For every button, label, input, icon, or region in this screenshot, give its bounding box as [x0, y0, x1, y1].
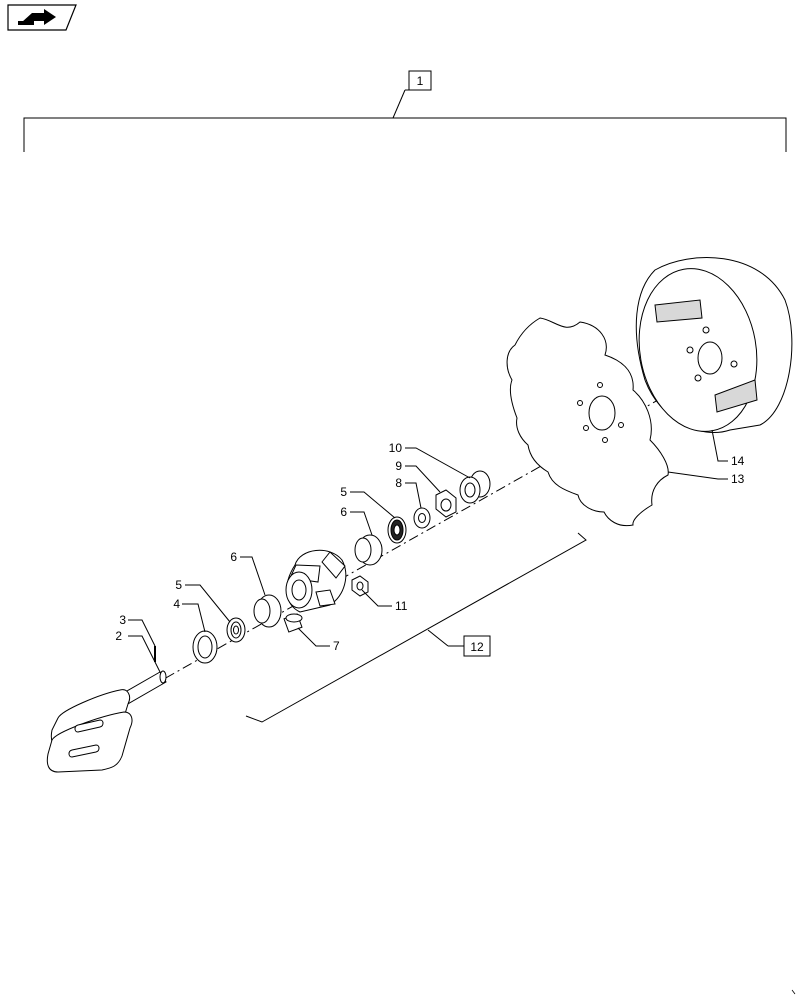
bearing-cup-upper[interactable] [354, 534, 383, 566]
hub-cap[interactable] [459, 470, 491, 504]
callout-11[interactable]: 11 [395, 599, 408, 613]
callout-6-upper[interactable]: 6 [340, 505, 347, 519]
back-nav-button[interactable] [7, 4, 77, 31]
back-arrow-icon [18, 9, 56, 25]
corner-mark [791, 989, 796, 995]
svg-text:12: 12 [470, 640, 484, 654]
svg-text:7: 7 [333, 639, 340, 653]
callout-6-lower[interactable]: 6 [230, 550, 237, 564]
callout-5-upper[interactable]: 5 [340, 485, 347, 499]
callout-13[interactable]: 13 [731, 472, 745, 486]
wheel-stud[interactable] [283, 613, 303, 633]
callout-8[interactable]: 8 [395, 476, 402, 490]
svg-text:14: 14 [731, 454, 745, 468]
callout-10[interactable]: 10 [389, 441, 403, 455]
svg-text:11: 11 [395, 599, 408, 613]
svg-text:13: 13 [731, 472, 745, 486]
svg-text:5: 5 [340, 485, 347, 499]
svg-text:6: 6 [230, 550, 237, 564]
leader-lines [128, 429, 728, 673]
svg-text:1: 1 [417, 74, 424, 88]
grease-seal[interactable] [192, 630, 218, 664]
washer-8[interactable] [413, 507, 431, 529]
callout-2[interactable]: 2 [115, 629, 122, 643]
svg-text:3: 3 [119, 613, 126, 627]
callout-1[interactable]: 1 [408, 70, 432, 91]
callout-7[interactable]: 7 [333, 639, 340, 653]
svg-text:6: 6 [340, 505, 347, 519]
bearing-cone-lower[interactable] [226, 617, 246, 643]
svg-text:2: 2 [115, 629, 122, 643]
callout-9[interactable]: 9 [395, 459, 402, 473]
lug-nut[interactable] [351, 575, 369, 597]
assembly-bracket [23, 89, 787, 152]
callout-5-lower[interactable]: 5 [175, 578, 182, 592]
castle-nut[interactable] [435, 489, 457, 518]
callout-14[interactable]: 14 [731, 454, 745, 468]
bearing-cone-upper[interactable] [387, 516, 407, 544]
wheel-hub[interactable] [285, 549, 347, 613]
svg-text:10: 10 [389, 441, 403, 455]
svg-text:9: 9 [395, 459, 402, 473]
callout-12[interactable]: 12 [463, 635, 491, 657]
svg-text:5: 5 [175, 578, 182, 592]
notched-disc[interactable] [506, 317, 669, 527]
callout-3[interactable]: 3 [119, 613, 126, 627]
subassembly-bracket [245, 532, 587, 723]
svg-text:8: 8 [395, 476, 402, 490]
svg-text:4: 4 [173, 597, 180, 611]
spindle[interactable] [46, 670, 167, 773]
weight-ring[interactable] [627, 257, 793, 441]
callout-4[interactable]: 4 [173, 597, 180, 611]
bearing-cup-lower[interactable] [253, 594, 282, 628]
